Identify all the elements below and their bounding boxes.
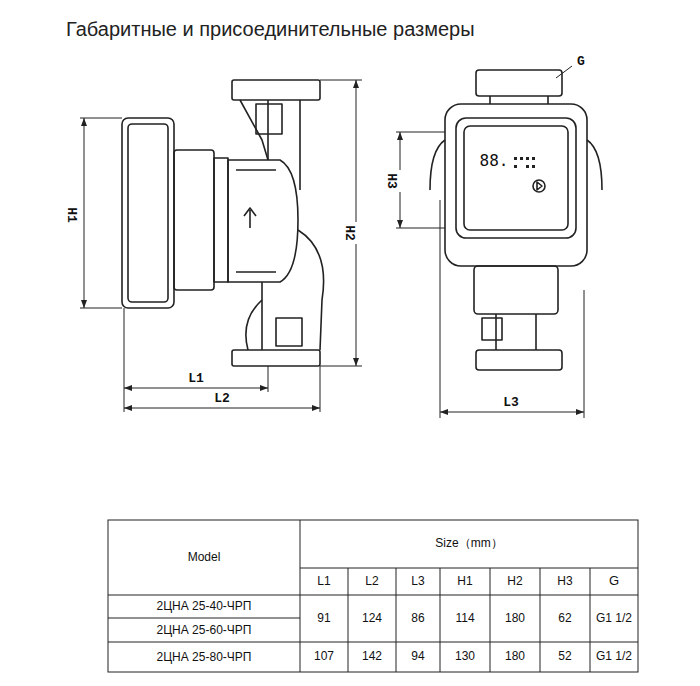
- table-cell: G1 1/2: [590, 642, 638, 672]
- dimension-label: H2: [338, 222, 360, 244]
- dimension-label: L1: [184, 372, 208, 386]
- table-cell: 180: [490, 595, 540, 642]
- table-cell: Size（mm）: [302, 522, 636, 566]
- table-cell: L3: [396, 568, 440, 595]
- title: Габаритные и присоединительные размеры: [66, 16, 566, 42]
- dimension-label: H1: [60, 204, 82, 226]
- table-cell: 2ЦНА 25-60-ЧРП: [110, 619, 298, 642]
- table-cell: 130: [440, 642, 490, 672]
- table-cell: Model: [110, 522, 298, 593]
- table-cell: G1 1/2: [590, 595, 638, 642]
- table-cell: 114: [440, 595, 490, 642]
- table-cell: H3: [540, 568, 590, 595]
- table-cell: 124: [348, 595, 396, 642]
- table-cell: 86: [396, 595, 440, 642]
- table-cell: L2: [348, 568, 396, 595]
- table-cell: G: [590, 568, 638, 595]
- table-cell: 180: [490, 642, 540, 672]
- table-cell: H2: [490, 568, 540, 595]
- dimension-label: G: [572, 54, 590, 70]
- table-cell: 52: [540, 642, 590, 672]
- display-digits: 88.: [476, 150, 512, 172]
- table-cell: 94: [396, 642, 440, 672]
- table-cell: 2ЦНА 25-40-ЧРП: [110, 596, 298, 618]
- dimension-label: L2: [210, 392, 234, 406]
- table-cell: 62: [540, 595, 590, 642]
- table-cell: 2ЦНА 25-80-ЧРП: [110, 643, 298, 672]
- table-cell: L1: [300, 568, 348, 595]
- table-cell: 107: [300, 642, 348, 672]
- dimension-label: H3: [380, 170, 402, 192]
- table-cell: H1: [440, 568, 490, 595]
- table-cell: 142: [348, 642, 396, 672]
- table-cell: 91: [300, 595, 348, 642]
- dimension-label: L3: [498, 396, 524, 410]
